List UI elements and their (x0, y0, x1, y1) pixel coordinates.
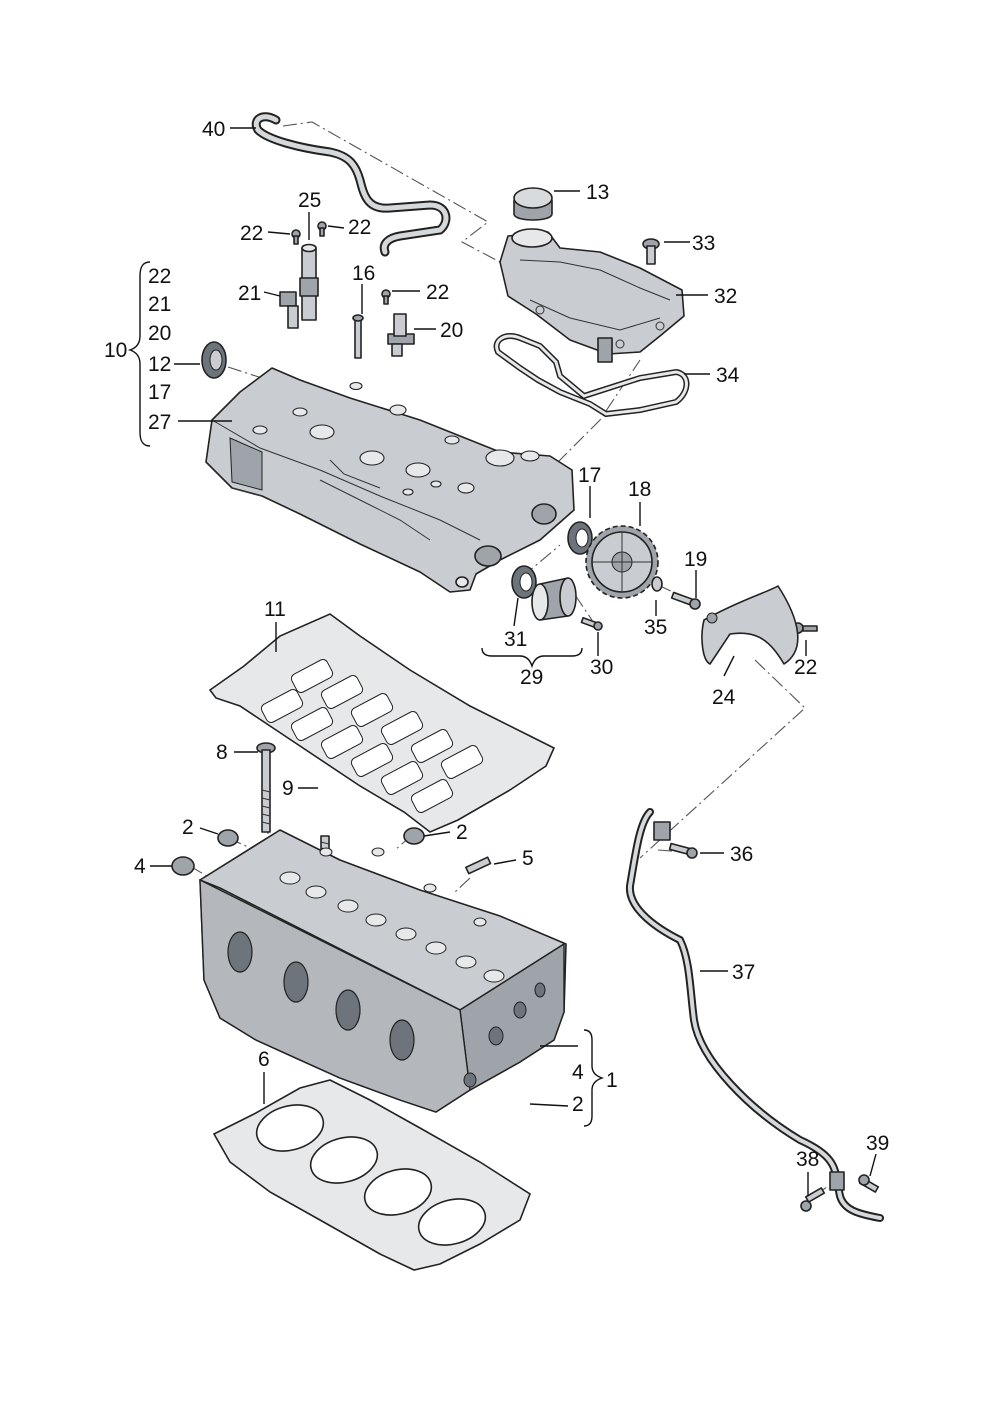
callout-8: 8 (216, 741, 228, 764)
head-gasket-part-6 (212, 1079, 531, 1271)
group10-item-21: 21 (148, 293, 171, 316)
seal-ring-part-31 (511, 565, 537, 599)
group10-item-12: 12 (148, 353, 171, 376)
gasket-part-34 (493, 332, 690, 418)
callout-5: 5 (522, 847, 534, 870)
callout-1: 1 (606, 1069, 618, 1092)
callout-18: 18 (628, 478, 651, 501)
callout-33: 33 (692, 232, 715, 255)
callout-30: 30 (590, 656, 613, 679)
dowel-part-5 (465, 856, 492, 875)
gasket-part-11 (208, 613, 556, 833)
callout-2-c: 2 (572, 1093, 584, 1116)
brace-group-29 (481, 647, 583, 669)
callout-13: 13 (586, 181, 609, 204)
oil-line-part-37 (625, 808, 884, 1222)
callout-34: 34 (716, 364, 740, 387)
callout-29: 29 (520, 666, 543, 689)
sensor-part-20 (387, 313, 415, 357)
seal-ring-part-17 (567, 521, 593, 555)
callout-22-d: 22 (794, 656, 817, 679)
callout-21: 21 (238, 282, 261, 305)
cap-part-29 (531, 577, 577, 621)
sensor-part-21 (279, 291, 299, 329)
screw-part-30 (580, 616, 603, 631)
callout-22-b: 22 (348, 216, 371, 239)
brace-group-10 (127, 261, 151, 447)
callout-9: 9 (282, 777, 294, 800)
callout-2-a: 2 (182, 816, 194, 839)
leader-lines (150, 127, 877, 1196)
callout-6: 6 (258, 1048, 270, 1071)
group10-item-27: 27 (148, 411, 171, 434)
camshaft-housing-part-10 (205, 367, 575, 593)
callout-labels: 40 13 25 22 22 33 16 22 32 21 20 10 22 2… (104, 118, 889, 1171)
gear-part-18 (585, 525, 659, 599)
screw-part-33 (642, 238, 660, 265)
callout-37: 37 (732, 961, 755, 984)
callout-32: 32 (714, 285, 737, 308)
breather-hose-part-40 (251, 112, 451, 257)
bolt-part-36 (668, 842, 698, 859)
bolt-part-39 (858, 1174, 880, 1193)
washer-part-35 (651, 576, 663, 592)
seal-part-12 (201, 341, 227, 379)
callout-25: 25 (298, 189, 321, 212)
bolt-part-38 (800, 1187, 826, 1212)
callout-16: 16 (352, 262, 375, 285)
plug-part-4 (171, 856, 195, 876)
bolt-part-16 (352, 314, 364, 359)
group10-item-22: 22 (148, 265, 171, 288)
callout-35: 35 (644, 616, 667, 639)
cylinder-head-part-1 (199, 829, 567, 1113)
callout-40: 40 (202, 118, 225, 141)
brace-group-1 (583, 1029, 605, 1127)
valve-part-25 (299, 243, 319, 321)
callout-4-a: 4 (134, 855, 146, 878)
bolt-part-8 (256, 742, 276, 833)
callout-22-c: 22 (426, 281, 449, 304)
callout-22-a: 22 (240, 222, 263, 245)
group10-item-17: 17 (148, 381, 171, 404)
group10-item-20: 20 (148, 322, 171, 345)
callout-4-b: 4 (572, 1061, 584, 1084)
callout-38: 38 (796, 1148, 819, 1171)
callout-39: 39 (866, 1132, 889, 1155)
callout-19: 19 (684, 548, 707, 571)
callout-31: 31 (504, 628, 527, 651)
callout-24: 24 (712, 686, 736, 709)
callout-36: 36 (730, 843, 753, 866)
callout-11: 11 (264, 598, 286, 621)
callout-10: 10 (104, 339, 127, 362)
callout-20: 20 (440, 319, 463, 342)
callout-2-b: 2 (456, 821, 468, 844)
bolt-part-19 (670, 591, 701, 610)
breather-housing-part-32 (499, 228, 685, 363)
oil-filler-cap-part-13 (513, 187, 553, 221)
cover-plate-part-24 (701, 585, 799, 665)
callout-17: 17 (578, 464, 601, 487)
